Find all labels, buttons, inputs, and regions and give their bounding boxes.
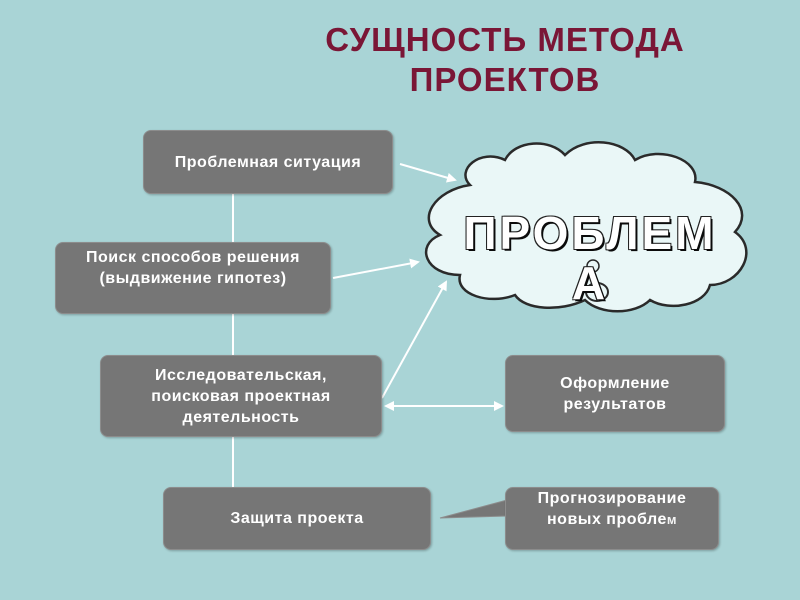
box-search-solutions-label: Поиск способов решения (выдвижение гипот… (86, 249, 300, 287)
box-forecasting-label: Прогнозирование новых проблем (514, 488, 710, 530)
box-forecasting: Прогнозирование новых проблем (505, 487, 719, 550)
box-research-activity-label: Исследовательская, поисковая проектная д… (151, 366, 331, 426)
arrow-situation-to-cloud (399, 163, 457, 183)
cloud-bubble-large (585, 282, 609, 302)
box-project-defense: Защита проекта (163, 487, 431, 550)
cloud-label: ПРОБЛЕМ А (440, 208, 740, 308)
arrow-research-to-cloud (381, 280, 447, 399)
box-problem-situation: Проблемная ситуация (143, 130, 393, 194)
box-project-defense-label: Защита проекта (230, 510, 364, 527)
box-forecasting-label-main: Прогнозирование новых пробле (537, 490, 687, 528)
cloud-bubble-small (586, 259, 600, 273)
cloud-label-line-1: ПРОБЛЕМ (463, 207, 717, 259)
slide-title-line-1: СУЩНОСТЬ МЕТОДА (325, 21, 685, 58)
problem-cloud (424, 141, 748, 313)
box-search-solutions: Поиск способов решения (выдвижение гипот… (55, 242, 331, 314)
box-problem-situation-label: Проблемная ситуация (174, 153, 362, 171)
slide-title-line-2: ПРОЕКТОВ (409, 61, 601, 98)
arrow-search-to-cloud (332, 258, 420, 279)
box-results-formatting-label: Оформление результатов (560, 374, 670, 413)
box-forecasting-label-tail: м (666, 512, 677, 527)
box-research-activity: Исследовательская, поисковая проектная д… (100, 355, 382, 437)
forecast-callout-pointer (439, 499, 508, 519)
slide-title: СУЩНОСТЬ МЕТОДА ПРОЕКТОВ (250, 20, 760, 100)
box-results-formatting: Оформление результатов (505, 355, 725, 432)
cloud-label-line-2: А (571, 257, 609, 309)
